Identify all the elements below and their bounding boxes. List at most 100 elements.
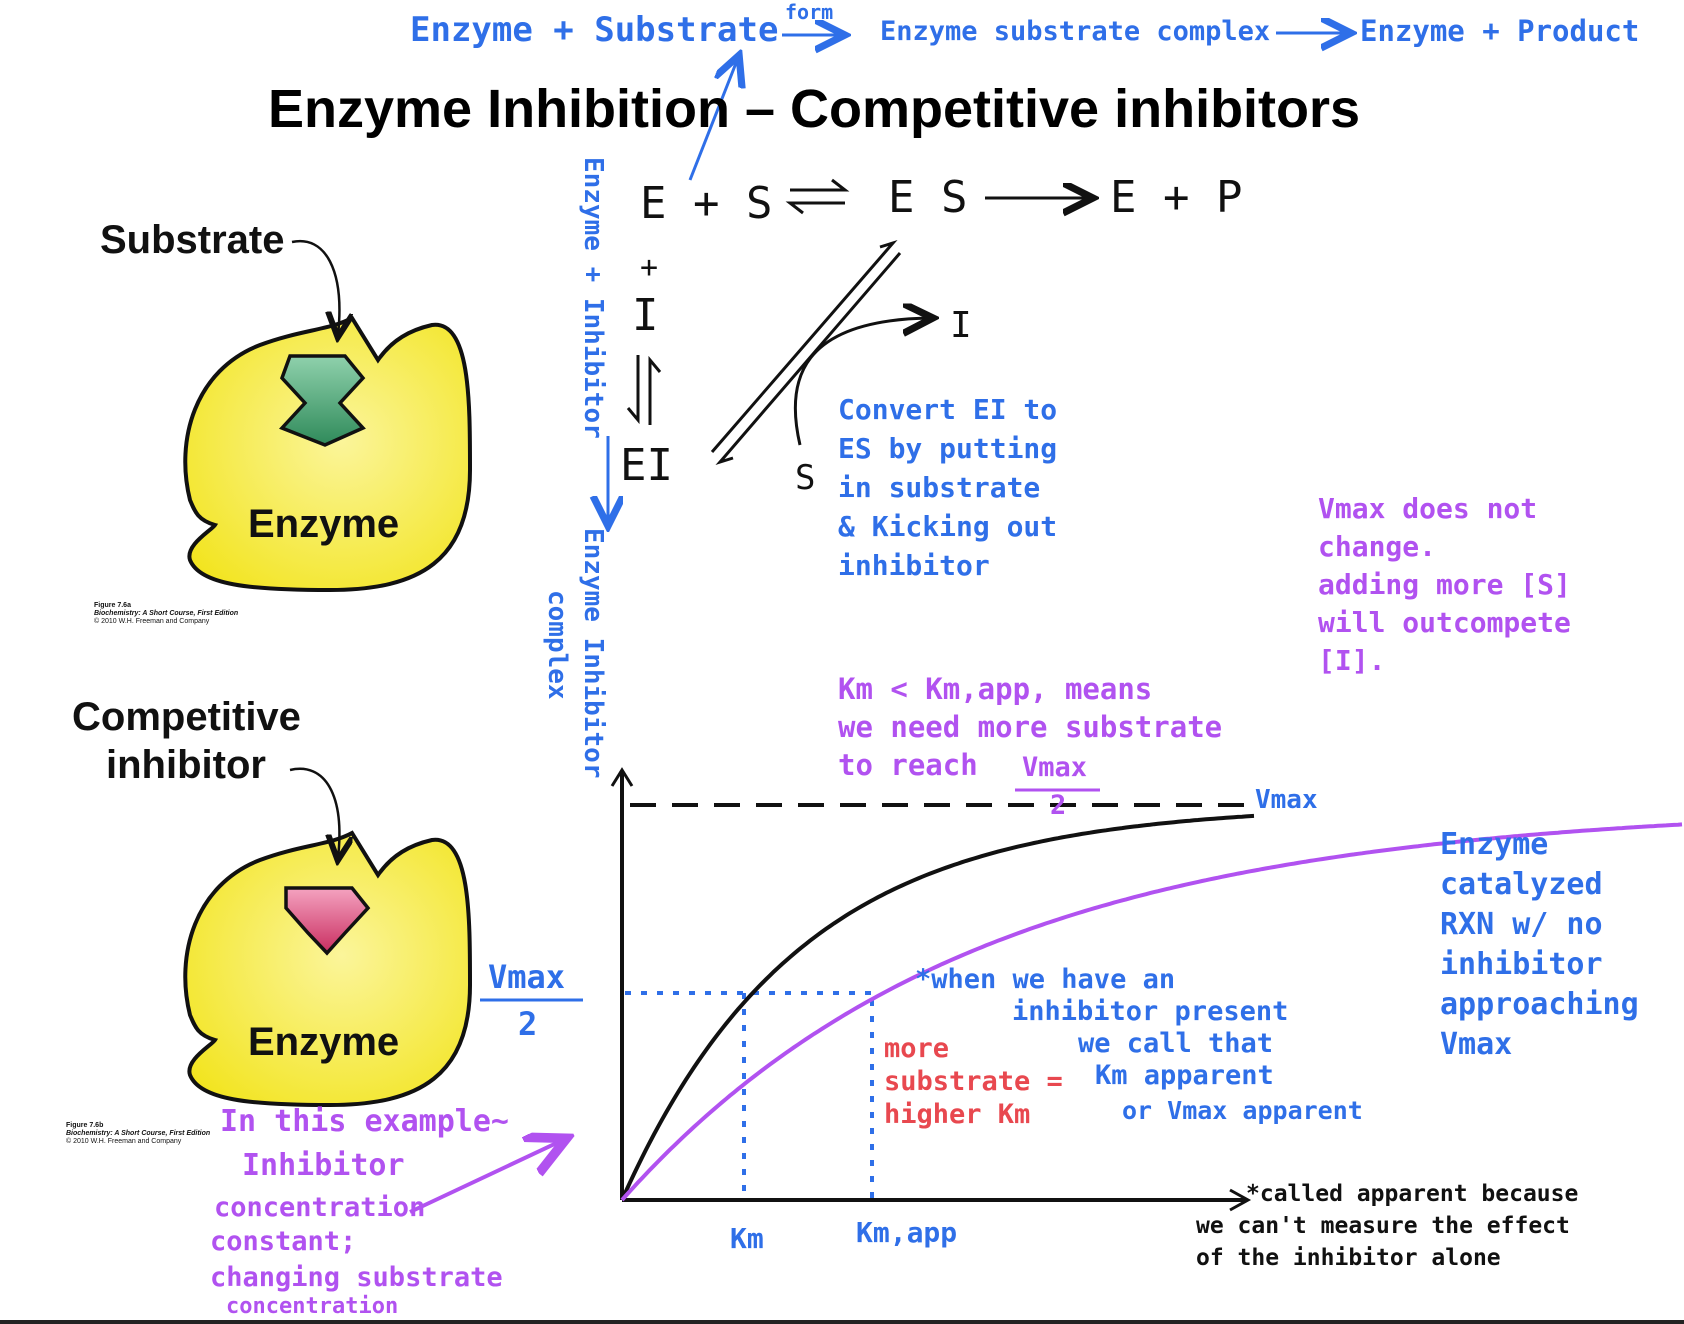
vertical-note-line-2: Enzyme Inhibitor <box>578 528 608 779</box>
inhibitor-pointer-arrow <box>289 767 339 858</box>
left-two-label: 2 <box>518 1005 538 1043</box>
i-down-arrow <box>626 355 640 425</box>
scheme-i: I <box>632 290 659 341</box>
figure-a-caption-line-2: Biochemistry: A Short Course, First Edit… <box>94 610 239 617</box>
kick-out-arrow <box>793 318 930 446</box>
scheme-es: E S <box>888 172 968 223</box>
pointer-arrow-to-equation <box>688 58 738 181</box>
called-apparent-line-1: *called apparent because <box>1246 1181 1579 1207</box>
es-to-ei-arrow <box>715 252 902 465</box>
vertical-note-line-1: Enzyme + Inhibitor <box>578 157 608 439</box>
scheme-ei: EI <box>620 440 673 491</box>
figure-a-caption: Figure 7.6a Biochemistry: A Short Course… <box>94 602 238 626</box>
more-substrate-note: more substrate = higher Km <box>884 1032 1063 1131</box>
km-note-line-1: Km < Km,app, means <box>838 672 1153 706</box>
vmax-note-line-1: Vmax does not <box>1318 492 1538 525</box>
called-apparent-line-3: of the inhibitor alone <box>1196 1245 1501 1271</box>
substrate-shape <box>278 354 366 447</box>
catalyzed-line-3: RXN w/ no <box>1440 907 1603 942</box>
equation-middle: Enzyme substrate complex <box>880 16 1271 47</box>
equation-right: Enzyme + Product <box>1360 14 1640 48</box>
equation-left: Enzyme + Substrate <box>410 10 779 50</box>
example-arrow <box>409 1140 563 1214</box>
enzyme-shape-b <box>183 830 473 1108</box>
catalyzed-line-1: Enzyme <box>1440 827 1549 862</box>
convert-note-line-3: in substrate <box>838 471 1041 504</box>
scheme-e-plus-p: E + P <box>1110 172 1243 223</box>
vmax-no-change-note: Vmax does not change. adding more [S] wi… <box>1318 490 1571 680</box>
uninhibited-curve <box>620 813 1255 1201</box>
ei-to-es-arrow <box>710 240 898 453</box>
convert-note: Convert EI to ES by putting in substrate… <box>838 390 1057 585</box>
vmax-note-line-5: [I]. <box>1318 644 1386 677</box>
when-note-line-3: we call that <box>1078 1028 1274 1059</box>
enzyme-label-a: Enzyme <box>248 502 400 546</box>
figure-b-caption-line-3: © 2010 W.H. Freeman and Company <box>66 1138 182 1145</box>
km-app-tick-label: Km,app <box>856 1216 958 1249</box>
competitive-label: Competitive <box>72 695 301 739</box>
figure-b-caption-line-1: Figure 7.6b <box>66 1122 104 1129</box>
when-note-line-4: Km apparent <box>1095 1060 1274 1091</box>
km-note-two: 2 <box>1050 790 1067 821</box>
vmax-note-line-2: change. <box>1318 530 1437 563</box>
inhibitor-shape <box>284 886 371 956</box>
vmax-axis-label: Vmax <box>1255 785 1318 815</box>
vmax-note-line-3: adding more [S] <box>1318 568 1571 601</box>
x-axis-arrowhead <box>1229 1188 1252 1212</box>
km-note-line-3: to reach <box>838 748 978 782</box>
km-app-note: Km < Km,app, means we need more substrat… <box>838 670 1222 784</box>
enzyme-label-b: Enzyme <box>248 1020 400 1064</box>
convert-note-line-5: inhibitor <box>838 549 990 582</box>
enzyme-catalyzed-note: Enzyme catalyzed RXN w/ no inhibitor app… <box>1440 825 1639 1065</box>
page-title: Enzyme Inhibition – Competitive inhibito… <box>268 79 1361 139</box>
scheme-s-in: S <box>795 458 816 498</box>
catalyzed-line-5: approaching <box>1440 987 1639 1022</box>
convert-note-line-2: ES by putting <box>838 432 1058 465</box>
when-note-line-5: or Vmax apparent <box>1122 1096 1363 1125</box>
inhibited-curve <box>620 822 1683 1202</box>
when-note-line-1: *when we have an <box>915 964 1176 995</box>
called-apparent-line-2: we can't measure the effect <box>1196 1213 1570 1239</box>
figure-b-caption-line-2: Biochemistry: A Short Course, First Edit… <box>66 1130 211 1137</box>
figure-a-caption-line-3: © 2010 W.H. Freeman and Company <box>94 618 210 625</box>
example-line-3: concentration <box>214 1192 426 1223</box>
scheme-e-plus-s: E + S <box>640 178 773 229</box>
figure-a-caption-line-1: Figure 7.6a <box>94 602 131 609</box>
called-apparent-note: *called apparent because we can't measur… <box>1196 1178 1578 1274</box>
enzyme-shape-a <box>183 315 473 593</box>
forward-half-arrow <box>790 178 850 192</box>
catalyzed-line-2: catalyzed <box>1440 867 1603 902</box>
km-note-vmax: Vmax <box>1022 752 1088 783</box>
vertical-note-line-3: complex <box>542 590 572 700</box>
y-axis-arrowhead <box>610 767 634 787</box>
example-line-5: changing substrate <box>210 1262 503 1293</box>
example-line-4: constant; <box>210 1226 357 1257</box>
equation-arrow-label: form <box>785 0 834 24</box>
more-substrate-line-3: higher Km <box>884 1099 1031 1130</box>
convert-note-line-1: Convert EI to <box>838 393 1058 426</box>
example-line-1: In this example~ <box>220 1104 509 1139</box>
left-vmax-label: Vmax <box>488 958 566 996</box>
example-line-2: Inhibitor <box>242 1148 405 1183</box>
figure-b-caption: Figure 7.6b Biochemistry: A Short Course… <box>66 1122 210 1146</box>
when-note-line-2: inhibitor present <box>1012 996 1289 1027</box>
bottom-border <box>0 1320 1684 1324</box>
more-substrate-line-1: more <box>884 1033 950 1064</box>
scheme-plus: + <box>640 250 659 285</box>
km-note-line-2: we need more substrate <box>838 710 1223 744</box>
catalyzed-line-4: inhibitor <box>1440 947 1603 982</box>
example-line-6: concentration <box>226 1294 399 1319</box>
michaelis-menten-graph <box>610 767 1683 1212</box>
catalyzed-line-6: Vmax <box>1440 1027 1513 1062</box>
inhibitor-label: inhibitor <box>106 743 266 787</box>
convert-note-line-4: & Kicking out <box>838 510 1058 543</box>
more-substrate-line-2: substrate = <box>884 1066 1063 1097</box>
substrate-pointer-arrow <box>291 239 339 335</box>
reverse-half-arrow <box>785 201 845 215</box>
i-up-arrow <box>648 355 662 425</box>
scheme-i-out: I <box>950 305 972 346</box>
substrate-label: Substrate <box>100 218 285 262</box>
km-tick-label: Km <box>730 1222 764 1255</box>
